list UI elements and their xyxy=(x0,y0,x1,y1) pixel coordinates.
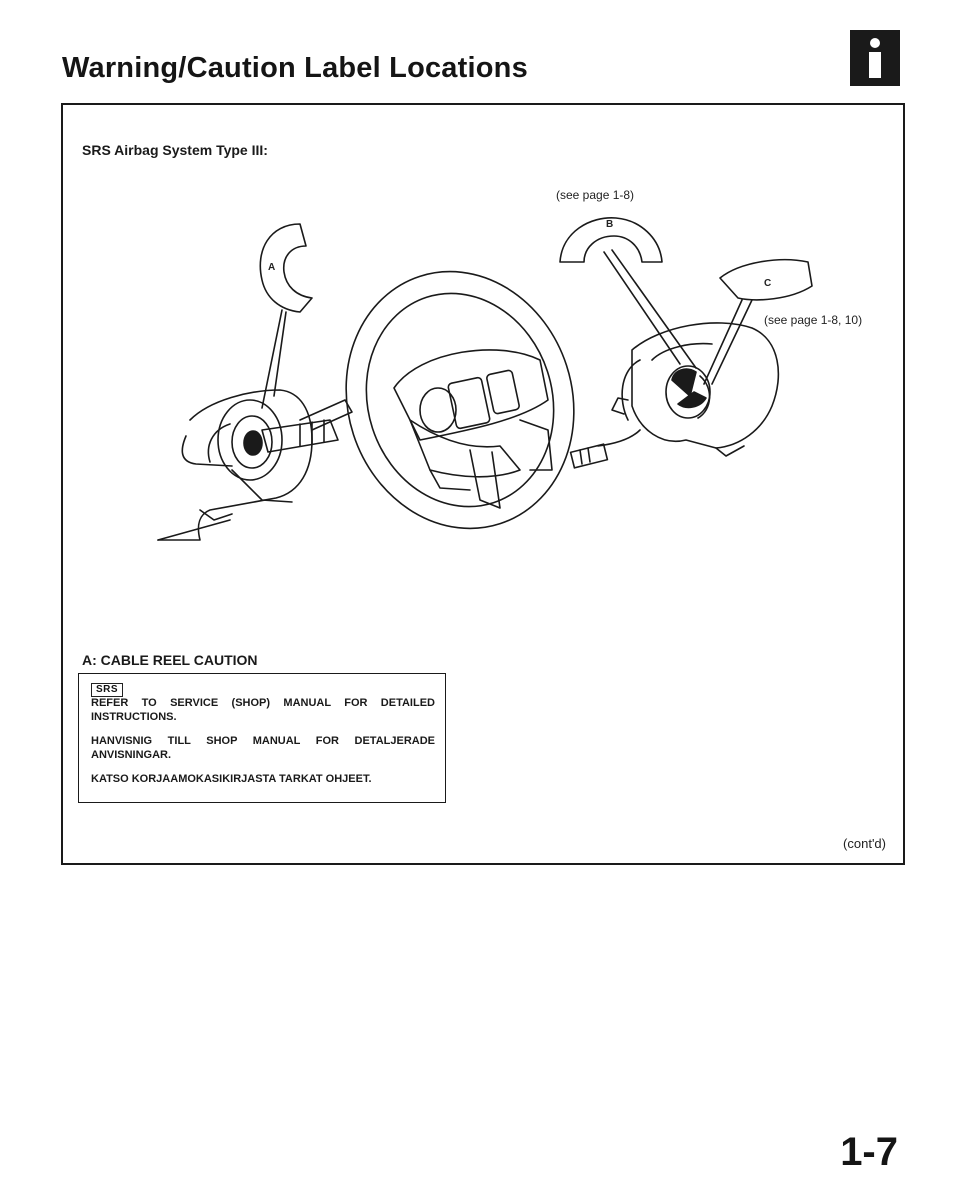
label-a-letter: A xyxy=(268,262,276,273)
caution-title: A: CABLE REEL CAUTION xyxy=(82,652,258,668)
caution-text-english: REFER TO SERVICE (SHOP) MANUAL FOR DETAI… xyxy=(91,697,435,723)
caution-text-finnish: KATSO KORJAAMOKASIKIRJASTA TARKAT OHJEET… xyxy=(91,773,372,785)
callout-label-c: (see page 1-8, 10) xyxy=(764,313,863,327)
label-b-shape xyxy=(559,217,663,263)
label-a-shape xyxy=(259,223,313,313)
caution-text-swedish: HANVISNIG TILL SHOP MANUAL FOR DETALJERA… xyxy=(91,735,435,761)
label-c-letter: C xyxy=(764,278,772,289)
page-number: 1-7 xyxy=(840,1130,898,1174)
caution-label-box: SRS REFER TO SERVICE (SHOP) MANUAL FOR D… xyxy=(78,673,446,803)
airbag-module xyxy=(569,322,780,469)
content-frame xyxy=(61,103,905,865)
info-icon xyxy=(850,30,900,86)
label-c-shape xyxy=(719,258,813,301)
steering-wheel xyxy=(345,270,575,530)
callout-label-b: (see page 1-8) xyxy=(556,188,635,202)
page-title: Warning/Caution Label Locations xyxy=(62,52,528,84)
continued-note: (cont'd) xyxy=(843,836,886,851)
cable-reel-assembly xyxy=(157,389,353,541)
srs-badge: SRS xyxy=(91,683,124,697)
section-heading: SRS Airbag System Type III: xyxy=(82,142,268,158)
label-b-letter: B xyxy=(606,219,614,230)
